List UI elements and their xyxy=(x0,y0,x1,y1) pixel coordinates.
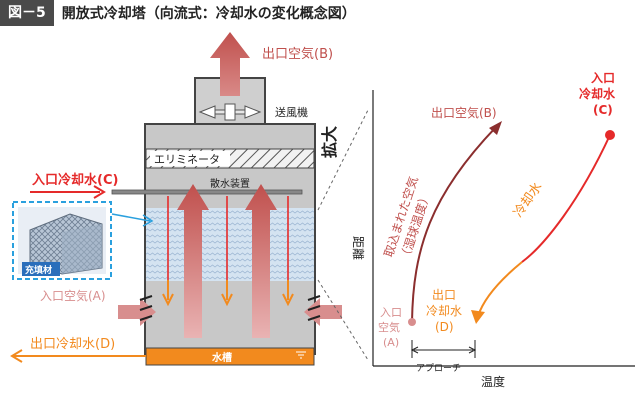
point-d-label: 出口 冷却水 (D) xyxy=(426,288,462,334)
rising-air-arrow-right xyxy=(245,184,277,338)
fan-label: 送風機 xyxy=(275,105,308,119)
rising-air-arrows xyxy=(177,184,277,338)
packing-photo xyxy=(18,207,106,275)
sprinkler-label: 散水装置 xyxy=(210,177,250,190)
svg-text:(D): (D) xyxy=(435,320,454,334)
x-axis-label: 温度 xyxy=(481,374,505,389)
sprinkler-pipe xyxy=(111,189,303,195)
water-drop-arrow xyxy=(282,196,294,307)
approach-label: アプローチ xyxy=(416,363,461,374)
figure-header: 図－5 開放式冷却塔（向流式：冷却水の変化概念図） xyxy=(0,0,356,26)
graph-axes xyxy=(372,90,635,367)
inlet-air-label: 入口空気(A) xyxy=(40,288,106,303)
falling-water-arrows xyxy=(162,196,294,307)
water-curve-lower xyxy=(477,261,523,317)
basin-label: 水槽 xyxy=(211,351,232,364)
point-b-label: 出口空気(B) xyxy=(431,105,497,120)
sprinkler-label-bg xyxy=(206,176,272,189)
zoom-label: 拡大 xyxy=(320,126,339,158)
point-c-marker xyxy=(605,130,615,140)
water-curve-label: 冷却水 xyxy=(511,180,546,221)
point-c-label: 入口 冷却水 (C) xyxy=(579,71,616,117)
water-drop-arrow xyxy=(221,196,233,307)
svg-text:(C): (C) xyxy=(593,103,613,117)
svg-text:入口: 入口 xyxy=(591,71,615,85)
air-curve xyxy=(411,124,499,323)
inlet-air-arrow-left-icon xyxy=(118,298,156,326)
point-a-marker xyxy=(408,318,416,326)
inlet-water-label: 入口冷却水(C) xyxy=(32,172,118,188)
fan-icon xyxy=(198,103,262,121)
svg-text:入口: 入口 xyxy=(380,306,402,319)
packing-layer xyxy=(146,208,314,281)
outlet-air-label: 出口空気(B) xyxy=(262,46,333,62)
svg-text:出口: 出口 xyxy=(432,288,456,302)
air-curve-arrowhead-icon xyxy=(489,121,502,135)
water-curve-upper xyxy=(521,134,611,263)
point-a-label: 入口 空気 (A) xyxy=(378,306,402,349)
svg-text:(A): (A) xyxy=(383,336,399,349)
outlet-water-label: 出口冷却水(D) xyxy=(30,337,115,352)
approach-dimension xyxy=(410,340,477,358)
svg-text:空気: 空気 xyxy=(378,320,400,334)
water-drop-arrow xyxy=(162,196,174,307)
rising-air-arrow-left xyxy=(177,184,209,338)
figure-number: 図－5 xyxy=(0,0,54,26)
packing-label: 充填材 xyxy=(25,264,52,276)
figure-title: 開放式冷却塔（向流式：冷却水の変化概念図） xyxy=(61,6,356,22)
louver-icon xyxy=(139,295,321,321)
svg-text:冷却水: 冷却水 xyxy=(579,86,616,101)
outlet-air-arrow-icon xyxy=(210,32,250,96)
svg-text:冷却水: 冷却水 xyxy=(426,304,462,318)
packing-leader-arrow xyxy=(111,213,154,227)
y-axis-label: 距離 xyxy=(351,236,365,260)
packing-label-bg xyxy=(22,262,60,276)
water-level-icon xyxy=(296,351,306,359)
eliminator-label-bg xyxy=(150,151,230,166)
inlet-water-arrow-icon xyxy=(30,185,106,199)
zoom-lines xyxy=(317,109,369,361)
water-curve-arrowhead-icon xyxy=(471,310,485,324)
outlet-water-arrow-icon xyxy=(10,349,146,363)
eliminator-label: エリミネータ xyxy=(154,153,220,166)
